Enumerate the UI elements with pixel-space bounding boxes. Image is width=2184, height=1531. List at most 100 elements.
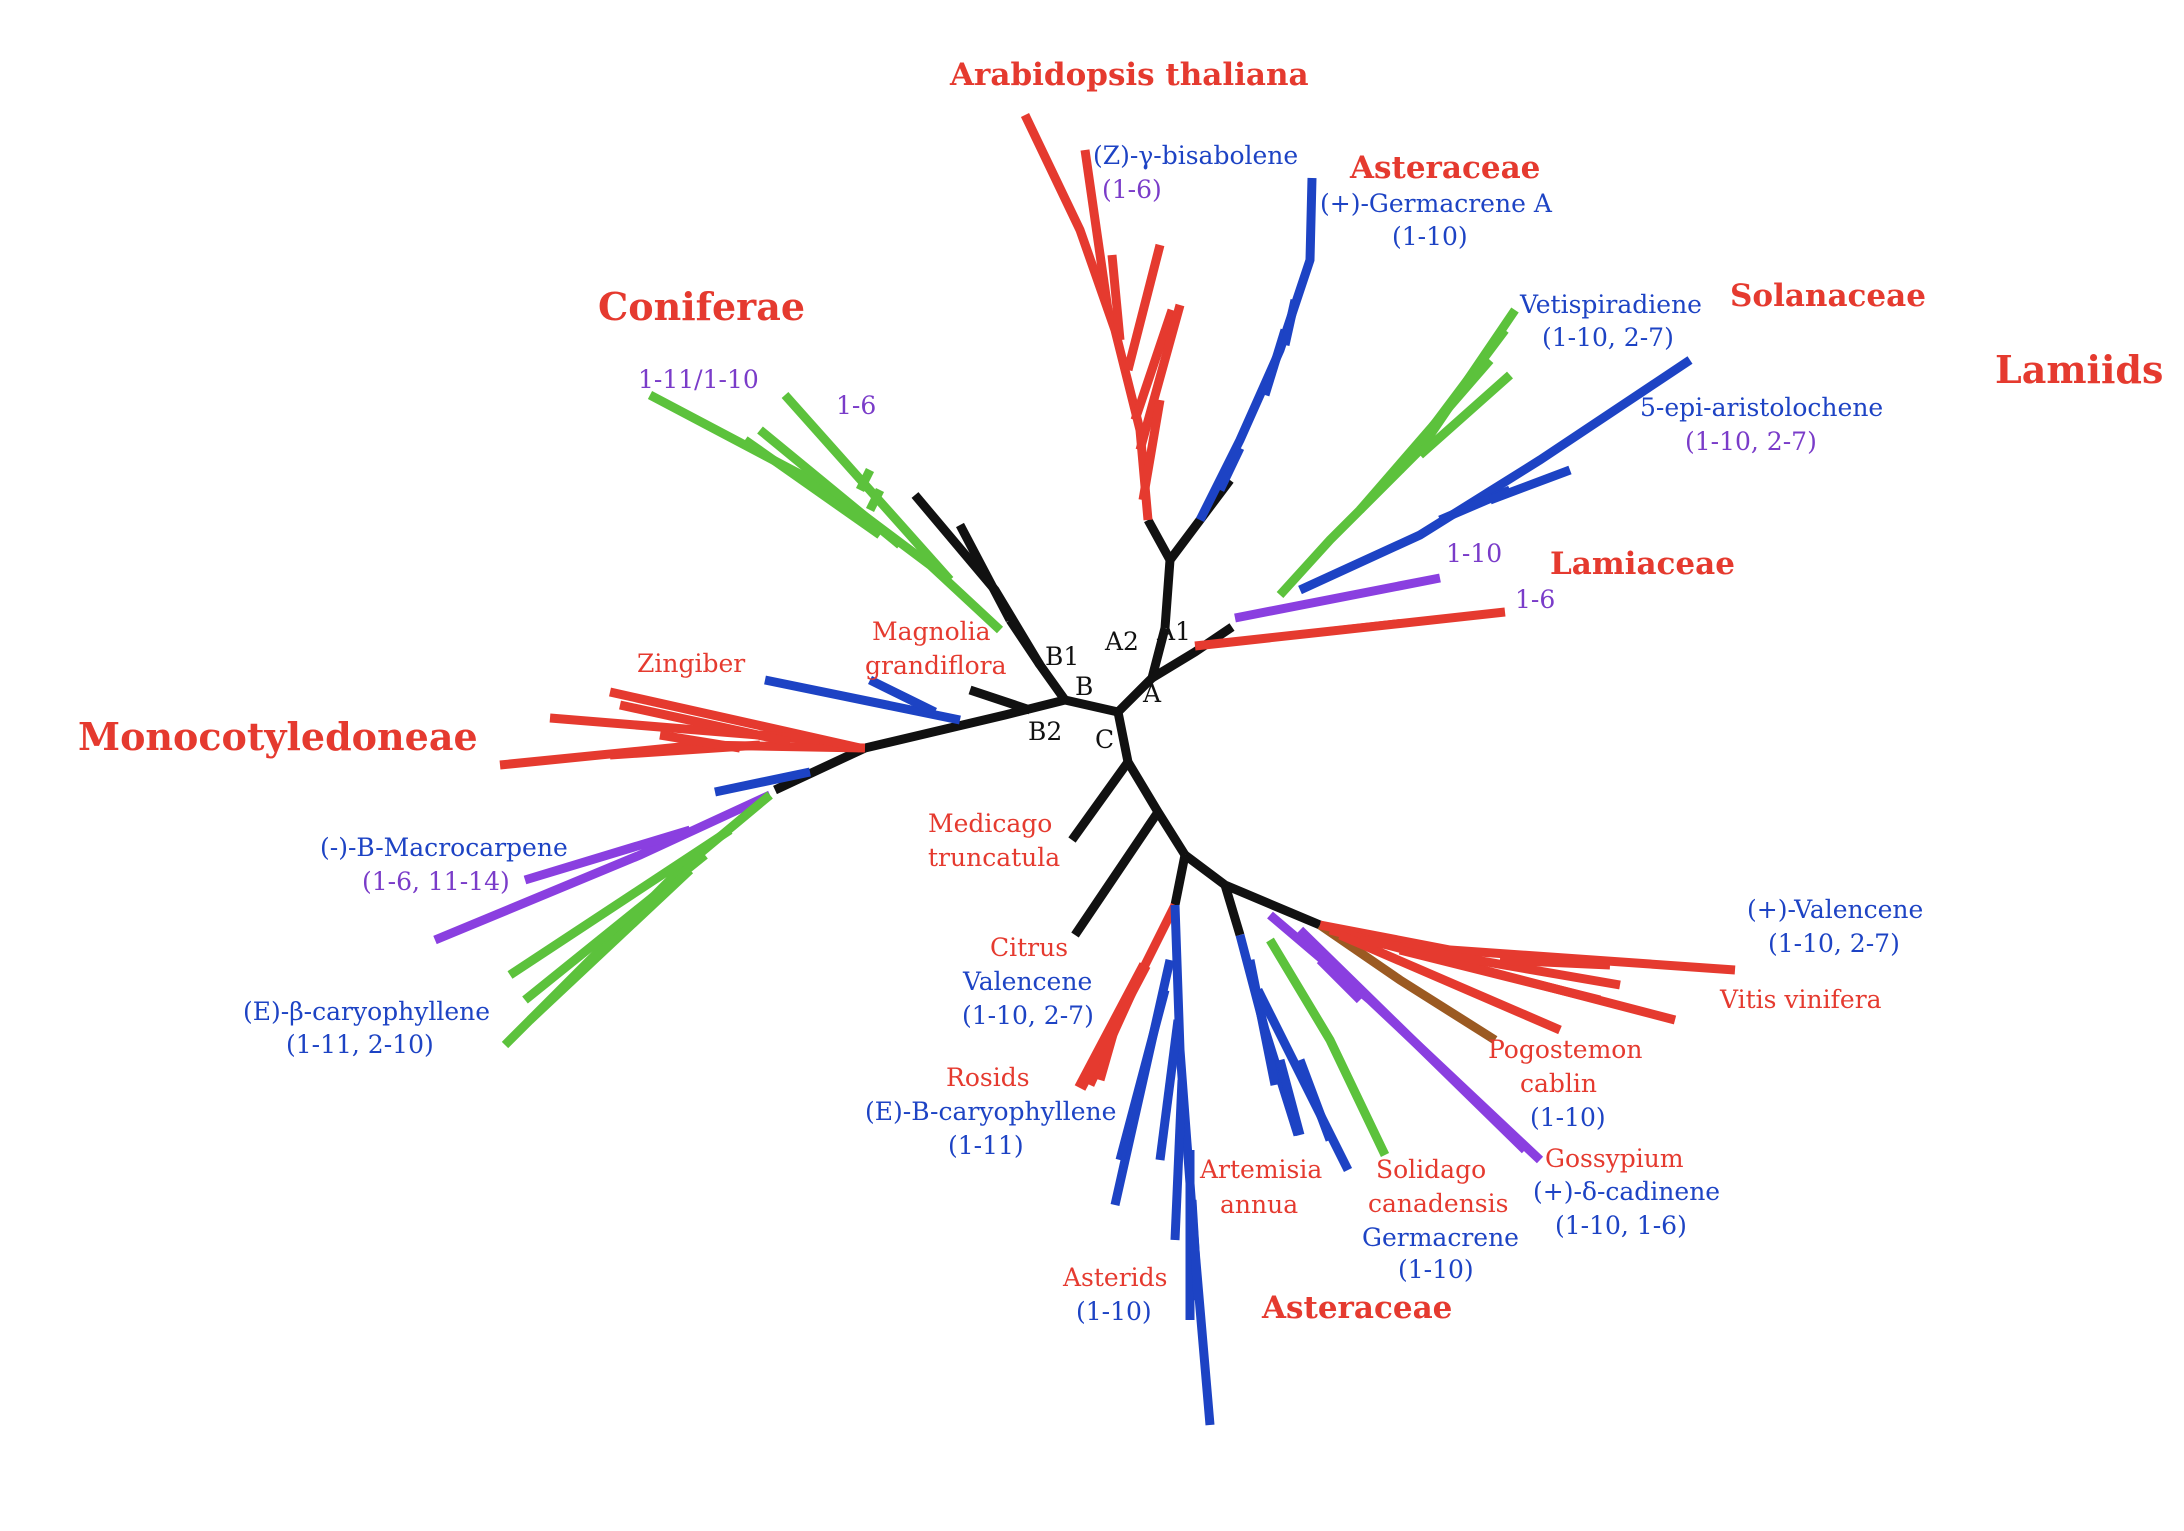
label-rosids: Rosids (946, 1063, 1030, 1092)
label-vetispiradiene: Vetispiradiene (1519, 290, 1702, 319)
monocots-tip (609, 687, 861, 753)
label-solidago: Solidago (1376, 1155, 1486, 1184)
branch-B-to-B2 (773, 695, 1067, 795)
node-label-B1: B1 (1045, 642, 1079, 671)
label-macrocarpene-ring: (1-6, 11-14) (362, 867, 510, 896)
arabidopsis-tip (1080, 149, 1113, 311)
branch-magnolia-blue (764, 675, 961, 725)
label-magnolia-2: grandiflora (865, 651, 1007, 680)
e-caryophyllene-tip (507, 826, 733, 979)
asterids-tip (1155, 1019, 1183, 1161)
germacrene-a-tip (1280, 299, 1300, 346)
label-zingiber: Zingiber (637, 649, 745, 678)
branch-A-to-A1 (1149, 623, 1235, 682)
vitis-tip (1338, 930, 1562, 1035)
label-e-caryophyllene: (E)-β-caryophyllene (243, 997, 490, 1026)
label-cadinene-ring: (1-10, 1-6) (1555, 1211, 1687, 1240)
asterids-tip (1115, 988, 1170, 1162)
group-labels: Arabidopsis thaliana Asteraceae Conifera… (78, 57, 2163, 1326)
label-valencene-plus: (+)-Valencene (1747, 895, 1923, 924)
label-asterids: Asterids (1062, 1263, 1168, 1292)
vetispiradiene-tip (1417, 371, 1513, 459)
node-label-A2: A2 (1104, 627, 1139, 656)
branch-C-drop (1170, 854, 1190, 906)
node-label-C: C (1095, 725, 1114, 754)
artemisia-tip (1245, 959, 1280, 1086)
label-germacrene-a: (+)-Germacrene A (1320, 189, 1553, 218)
label-lamiaceae-ring-a: 1-10 (1446, 539, 1502, 568)
coniferae-tip (742, 436, 883, 539)
node-label-A1: A1 (1156, 617, 1191, 646)
branch-B1-b (956, 522, 1014, 623)
label-z-bisabolene-ring: (1-6) (1102, 175, 1162, 204)
germacrene-a-stem (1195, 177, 1317, 523)
label-citrus-valencene-ring: (1-10, 2-7) (962, 1001, 1094, 1030)
branches-rosids (1074, 902, 1180, 1091)
epi-aristolochene-tip (1488, 465, 1572, 505)
group-label-coniferae: Coniferae (598, 284, 805, 329)
group-label-asteraceae-bottom: Asteraceae (1261, 1290, 1452, 1326)
label-artemisia: Artemisia (1199, 1155, 1322, 1184)
label-germacrene-a-ring: (1-10) (1392, 222, 1468, 251)
label-e-caryophyllene-ring: (1-11, 2-10) (286, 1030, 434, 1059)
node-label-A: A (1142, 679, 1162, 708)
branch-lamiaceae-red-2 (1329, 619, 1401, 633)
branch-pogostemon (1317, 921, 1498, 1044)
vitis-tip (1499, 955, 1611, 970)
group-label-asteraceae-top: Asteraceae (1349, 150, 1540, 186)
label-solidago-germacrene: Germacrene (1362, 1223, 1519, 1252)
branch-macrocarpene-tip (523, 825, 692, 885)
vetispiradiene-tip (1356, 357, 1494, 513)
label-pogostemon-ring: (1-10) (1530, 1103, 1606, 1132)
label-pogostemon: Pogostemon (1488, 1035, 1642, 1064)
branch-solidago (1266, 937, 1390, 1157)
label-conifer-ring-b: 1-6 (836, 391, 876, 420)
taxon-labels: (Z)-γ-bisabolene (1-6) (+)-Germacrene A … (243, 141, 1923, 1326)
coniferae-tip (781, 392, 954, 583)
label-solidago-germacrene-ring: (1-10) (1398, 1255, 1474, 1284)
coniferae-tip (757, 426, 903, 549)
monocots-tip (659, 730, 741, 753)
label-rosids-caryophyllene: (E)-B-caryophyllene (865, 1097, 1116, 1126)
label-medicago-2: truncatula (928, 843, 1060, 872)
branch-citrus (1071, 809, 1162, 938)
branches-germacrene-a (1195, 177, 1317, 523)
branches-vetispiradiene (1276, 307, 1519, 599)
label-magnolia: Magnolia (872, 617, 991, 646)
germacrene-a-tip (1215, 446, 1245, 492)
label-conifer-ring-a: 1-11/1-10 (638, 365, 759, 394)
coniferae-stem (647, 391, 1004, 634)
branches (433, 113, 1736, 1426)
coniferae-tip (865, 487, 885, 513)
branches-monocots (499, 687, 866, 770)
branches-artemisia (1235, 933, 1353, 1173)
arabidopsis-tip (1138, 399, 1165, 501)
monocots-tip (619, 700, 791, 747)
branches-cadinene (1267, 911, 1544, 1164)
cadinene-tip (1296, 926, 1529, 1154)
branch-A-to-A2 (1144, 517, 1175, 629)
label-rosids-caryophyllene-ring: (1-11) (948, 1131, 1024, 1160)
label-epi-aristolochene: 5-epi-aristolochene (1640, 393, 1883, 422)
branches-vitis (1319, 920, 1736, 1035)
branch-lamiaceae-purple (1234, 573, 1441, 623)
node-label-B: B (1075, 672, 1093, 701)
group-label-lamiaceae: Lamiaceae (1550, 546, 1735, 582)
label-vetispiradiene-ring: (1-10, 2-7) (1542, 323, 1674, 352)
label-solidago-2: canadensis (1368, 1189, 1508, 1218)
label-citrus: Citrus (990, 933, 1068, 962)
label-epi-aristolochene-ring: (1-10, 2-7) (1685, 427, 1817, 456)
cadinene-tip (1316, 956, 1364, 1004)
label-artemisia-2: annua (1220, 1190, 1298, 1219)
label-pogostemon-2: cablin (1520, 1069, 1597, 1098)
branch-macrocarpene (433, 790, 772, 945)
branches-e-caryophyllene (501, 791, 773, 1049)
artemisia-tip (1295, 1058, 1335, 1142)
label-cadinene: (+)-δ-cadinene (1533, 1177, 1720, 1206)
vitis-tip (1398, 945, 1602, 1005)
asterids-tip (1187, 1199, 1203, 1301)
label-lamiaceae-ring-b: 1-6 (1515, 585, 1555, 614)
branches-epi-aristolochene (1298, 356, 1693, 595)
